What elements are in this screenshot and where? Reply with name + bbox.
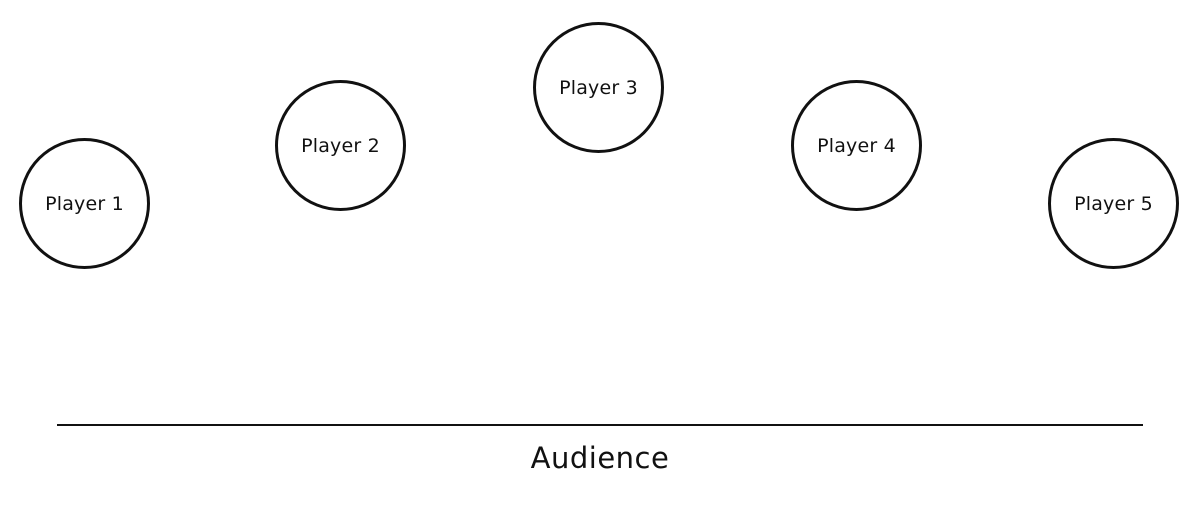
- player-2-circle: Player 2: [275, 80, 406, 211]
- player-4-circle: Player 4: [791, 80, 922, 211]
- player-3-label: Player 3: [559, 76, 638, 99]
- player-5-label: Player 5: [1074, 192, 1153, 215]
- player-1-label: Player 1: [45, 192, 124, 215]
- audience-label: Audience: [530, 441, 670, 475]
- audience-divider-line: [57, 424, 1143, 426]
- player-5-circle: Player 5: [1048, 138, 1179, 269]
- player-1-circle: Player 1: [19, 138, 150, 269]
- player-2-label: Player 2: [301, 134, 380, 157]
- player-4-label: Player 4: [817, 134, 896, 157]
- player-3-circle: Player 3: [533, 22, 664, 153]
